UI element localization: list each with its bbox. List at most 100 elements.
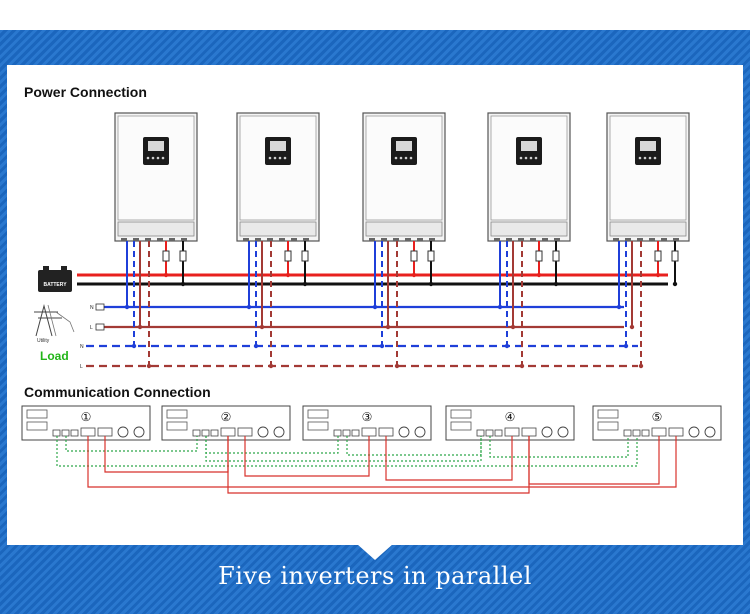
unit-number-label: ① — [81, 410, 92, 424]
comm-knob — [257, 426, 269, 438]
junction-dot — [497, 304, 503, 310]
cable-gland — [181, 238, 187, 241]
comm-knob — [117, 426, 129, 438]
junction-dot — [268, 363, 274, 369]
comm-port-rj — [378, 427, 394, 437]
inverter-front-panel — [239, 115, 317, 221]
comm-port — [210, 429, 219, 437]
utility-n-label: N — [90, 305, 94, 311]
communication-connection-heading: Communication Connection — [24, 384, 211, 400]
comm-port — [201, 429, 210, 437]
battery-icon — [38, 270, 72, 292]
cable-gland — [369, 238, 375, 241]
comm-knob — [414, 426, 426, 438]
cable-gland — [169, 238, 175, 241]
green-comm-cable — [489, 436, 629, 458]
cable-gland — [291, 238, 297, 241]
junction-dot — [629, 324, 635, 330]
display-screen — [640, 141, 656, 151]
junction-dot — [536, 272, 542, 278]
comm-unit-4 — [445, 405, 575, 441]
red-comm-cable — [227, 436, 530, 494]
load-label: Load — [40, 349, 69, 363]
display-button — [524, 156, 528, 160]
utility-l-label: L — [90, 325, 93, 331]
display-button — [519, 156, 523, 160]
display-button — [653, 156, 657, 160]
inverter-bottom-panel — [239, 221, 317, 237]
inverter-bottom-panel — [609, 221, 687, 237]
top-band — [0, 0, 750, 30]
inverter-bottom-panel — [490, 221, 568, 237]
comm-port — [52, 429, 61, 437]
cable-gland — [279, 238, 285, 241]
cable-gland — [625, 238, 631, 241]
junction-dot — [131, 343, 137, 349]
junction-dot — [616, 304, 622, 310]
green-comm-cable — [205, 436, 482, 462]
display-button — [399, 156, 403, 160]
inverter-unit-3 — [362, 112, 446, 242]
tower-wire — [47, 304, 57, 337]
red-comm-cable — [87, 436, 677, 488]
cable-gland — [429, 238, 435, 241]
cable-gland — [494, 238, 500, 241]
comm-port-rj — [220, 427, 236, 437]
junction-dot — [504, 343, 510, 349]
display-button — [409, 156, 413, 160]
battery-label: BATTERY — [43, 282, 67, 288]
comm-slot — [26, 409, 48, 419]
comm-slot — [307, 421, 329, 431]
cable-gland — [405, 238, 411, 241]
red-comm-cable — [385, 436, 513, 481]
comm-port — [333, 429, 342, 437]
comm-port — [485, 429, 494, 437]
display-button — [404, 156, 408, 160]
breaker-icon — [654, 250, 662, 262]
cable-gland — [157, 238, 163, 241]
cable-gland — [393, 238, 399, 241]
breaker-icon — [535, 250, 543, 262]
cable-gland — [637, 238, 643, 241]
junction-dot — [553, 281, 559, 287]
display-screen — [521, 141, 537, 151]
cable-gland — [243, 238, 249, 241]
inverter-bottom-panel — [117, 221, 195, 237]
battery-terminal — [61, 266, 67, 270]
unit-number-label: ④ — [505, 410, 516, 424]
junction-dot — [302, 281, 308, 287]
comm-port-rj — [668, 427, 684, 437]
comm-knob — [273, 426, 285, 438]
junction-dot — [428, 281, 434, 287]
display-button — [529, 156, 533, 160]
utility-fuse-icon — [95, 323, 105, 331]
green-comm-cable — [346, 436, 482, 456]
comm-port — [70, 429, 79, 437]
panel-notch — [357, 544, 393, 560]
display-button — [394, 156, 398, 160]
comm-knob — [557, 426, 569, 438]
cable-gland — [267, 238, 273, 241]
comm-port — [641, 429, 650, 437]
breaker-icon — [410, 250, 418, 262]
cable-gland — [303, 238, 309, 241]
display-button — [161, 156, 165, 160]
breaker-icon — [671, 250, 679, 262]
green-comm-cable — [56, 436, 638, 467]
comm-port-rj — [521, 427, 537, 437]
display-button — [278, 156, 282, 160]
cable-gland — [613, 238, 619, 241]
comm-port-rj — [97, 427, 113, 437]
cable-gland — [255, 238, 261, 241]
cable-gland — [506, 238, 512, 241]
display-button — [156, 156, 160, 160]
display-screen — [148, 141, 164, 151]
comm-port — [192, 429, 201, 437]
comm-slot — [26, 421, 48, 431]
junction-dot — [672, 281, 678, 287]
cable-gland — [417, 238, 423, 241]
cable-gland — [530, 238, 536, 241]
junction-dot — [510, 324, 516, 330]
comm-port — [476, 429, 485, 437]
display-button — [273, 156, 277, 160]
